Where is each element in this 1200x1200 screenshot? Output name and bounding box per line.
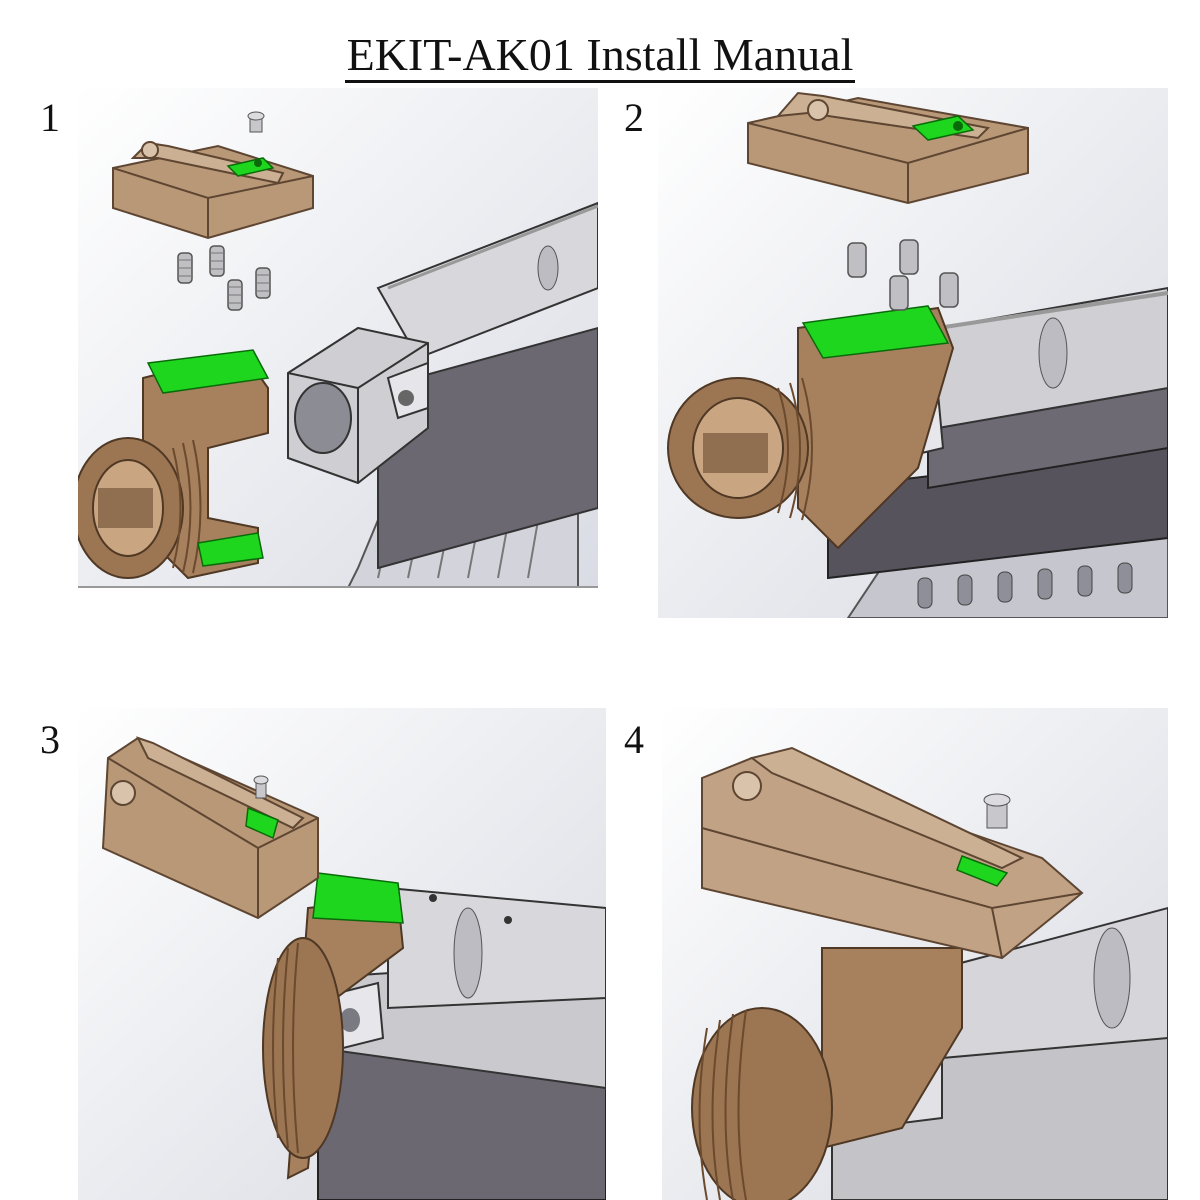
top-cover [376, 201, 598, 360]
screw [247, 111, 265, 133]
step-number-1: 1 [40, 95, 60, 140]
step-number-2: 2 [624, 95, 644, 140]
screw [253, 775, 269, 799]
top-cover [387, 886, 606, 1010]
step-number-3: 3 [40, 717, 60, 762]
step-number-4: 4 [624, 717, 644, 762]
screw [983, 793, 1011, 829]
step-3-illustration [78, 708, 606, 1200]
receiver-body [377, 326, 598, 570]
step-4-illustration [662, 708, 1168, 1200]
springs [847, 239, 959, 311]
bronze-trunnion [797, 306, 955, 550]
manual-title: EKIT-AK01 Install Manual [0, 28, 1200, 83]
step-2-illustration [658, 88, 1168, 618]
step-1-illustration [78, 88, 598, 588]
